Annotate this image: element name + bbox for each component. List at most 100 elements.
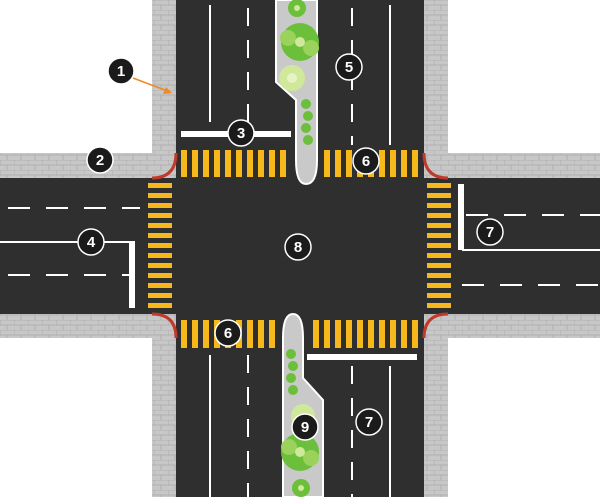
crosswalk-stripe-west: [148, 193, 172, 198]
crosswalk-stripe-north: [258, 150, 264, 177]
crosswalk-stripe-north: [335, 150, 341, 177]
crosswalk-stripe-north: [236, 150, 242, 177]
crosswalk-stripe-east: [427, 203, 451, 208]
crosswalk-stripe-west: [148, 233, 172, 238]
vegetation-north: [279, 0, 319, 145]
crosswalk-stripe-south: [313, 320, 319, 348]
crosswalk-stripe-north: [280, 150, 286, 177]
callout-5: 5: [335, 53, 363, 81]
crosswalk-stripe-east: [427, 233, 451, 238]
callout-4-label: 4: [87, 234, 96, 251]
vegetation-south: [281, 349, 319, 497]
crosswalk-stripe-east: [427, 293, 451, 298]
callout-9: 9: [291, 413, 319, 441]
crosswalk-stripe-south: [192, 320, 198, 348]
curb-se: [422, 312, 449, 339]
callout-9-label: 9: [301, 419, 309, 436]
sidewalk-se-vertical: [424, 314, 448, 497]
sidewalk-sw-horizontal: [0, 314, 176, 338]
crosswalk-stripe-east: [427, 303, 451, 308]
callout-3-label: 3: [237, 125, 245, 142]
crosswalk-stripe-west: [148, 183, 172, 188]
stop-bar-east: [458, 184, 464, 250]
crosswalk-stripe-east: [427, 273, 451, 278]
curb-ne: [422, 152, 449, 180]
callout-6-bottom-label: 6: [224, 325, 232, 342]
callout-2: 2: [86, 146, 114, 174]
callout-2-label: 2: [96, 152, 104, 169]
curb-nw: [151, 152, 178, 180]
crosswalk-stripe-north: [324, 150, 330, 177]
crosswalk-stripe-east: [427, 213, 451, 218]
callout-7-bottom-label: 7: [365, 414, 373, 431]
crosswalk-stripe-south: [379, 320, 385, 348]
tree-south-large: [281, 433, 319, 471]
crosswalk-stripe-east: [427, 263, 451, 268]
crosswalk-stripe-west: [148, 303, 172, 308]
crosswalk-stripe-north: [412, 150, 418, 177]
callout-4: 4: [77, 228, 105, 256]
stop-bar-south: [307, 354, 417, 360]
callout-8: 8: [284, 233, 312, 261]
stop-bar-west: [129, 242, 135, 308]
crosswalk-stripe-north: [214, 150, 220, 177]
callout-5-label: 5: [345, 59, 353, 76]
callouts: 1 2 3 4 5 6 6 7: [77, 53, 504, 441]
crosswalk-stripe-south: [346, 320, 352, 348]
tree-north-large: [280, 23, 319, 61]
crosswalk-stripe-north: [401, 150, 407, 177]
crosswalk-stripe-east: [427, 183, 451, 188]
sidewalk-sw-vertical: [152, 314, 176, 497]
crosswalk-stripe-west: [148, 283, 172, 288]
crosswalk-stripe-south: [412, 320, 418, 348]
crosswalk-stripe-west: [148, 273, 172, 278]
callout-8-label: 8: [294, 239, 302, 256]
callout-1-arrow: [132, 77, 172, 94]
callout-7-bottom: 7: [355, 408, 383, 436]
crosswalk-stripe-south: [390, 320, 396, 348]
sidewalk-ne-vertical: [424, 0, 448, 178]
callout-3: 3: [227, 119, 255, 147]
crosswalk-stripe-north: [390, 150, 396, 177]
crosswalk-stripe-east: [427, 223, 451, 228]
crosswalk-stripe-south: [401, 320, 407, 348]
crosswalk-stripe-west: [148, 223, 172, 228]
tree-north-light: [279, 65, 305, 91]
crosswalk-stripe-south: [368, 320, 374, 348]
crosswalk-stripe-south: [258, 320, 264, 348]
callout-1: 1: [107, 57, 135, 85]
shrubs-south-row: [286, 349, 298, 395]
crosswalk-stripe-west: [148, 263, 172, 268]
crosswalk-stripe-south: [324, 320, 330, 348]
crosswalk-stripe-west: [148, 203, 172, 208]
crosswalk-stripe-south: [181, 320, 187, 348]
crosswalk-stripe-north: [192, 150, 198, 177]
crosswalk-stripe-south: [357, 320, 363, 348]
shrub-north-small: [288, 0, 306, 17]
shrubs-north-row: [301, 99, 313, 145]
crosswalk-stripe-south: [269, 320, 275, 348]
crosswalk-stripe-south: [203, 320, 209, 348]
callout-7-right: 7: [476, 218, 504, 246]
crosswalk-stripe-west: [148, 243, 172, 248]
crosswalk-stripe-north: [181, 150, 187, 177]
sidewalk-ne-horizontal: [424, 153, 600, 178]
crosswalk-stripe-north: [346, 150, 352, 177]
callout-6-top-label: 6: [362, 153, 370, 170]
sidewalk-se-horizontal: [424, 314, 600, 338]
callout-1-label: 1: [117, 63, 125, 80]
crosswalk-stripe-east: [427, 193, 451, 198]
crosswalk-stripe-west: [148, 213, 172, 218]
crosswalk-stripe-west: [148, 253, 172, 258]
crosswalk-stripe-north: [225, 150, 231, 177]
crosswalk-stripe-south: [335, 320, 341, 348]
callout-6-top: 6: [352, 147, 380, 175]
callout-6-bottom: 6: [214, 319, 242, 347]
crosswalk-stripe-east: [427, 253, 451, 258]
crosswalks: [148, 150, 451, 348]
crosswalk-stripe-north: [379, 150, 385, 177]
curb-sw: [151, 312, 178, 339]
